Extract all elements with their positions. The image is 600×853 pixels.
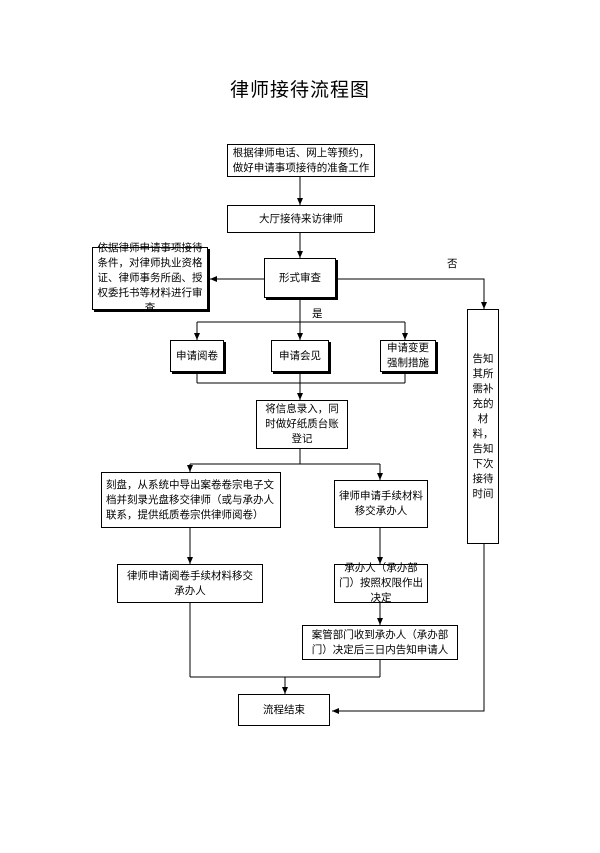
yes-label: 是 bbox=[312, 308, 323, 320]
reception-box: 大厅接待来访律师 bbox=[227, 205, 375, 233]
handover-box: 律师申请手续材料移交承办人 bbox=[334, 480, 428, 528]
record-box: 将信息录入，同时做好纸质台账登记 bbox=[256, 400, 348, 449]
criteria-box: 依据律师申请事项接待条件，对律师执业资格证、律师事务所函、授权委托书等材料进行审… bbox=[92, 242, 208, 314]
change-box: 申请变更强制措施 bbox=[380, 340, 436, 372]
read-handover-box: 律师申请阅卷手续材料移交承办人 bbox=[117, 564, 263, 603]
no-label: 否 bbox=[447, 258, 458, 270]
supplement-box: 告知其所需补充的材料，告知下次接待时间 bbox=[467, 309, 499, 544]
meet-box: 申请会见 bbox=[271, 340, 329, 372]
read-box: 申请阅卷 bbox=[170, 340, 224, 372]
notify-box: 案管部门收到承办人（承办部门）决定后三日内告知申请人 bbox=[302, 625, 458, 660]
prepare-box: 根据律师电话、网上等预约，做好申请事项接待的准备工作 bbox=[227, 144, 375, 177]
check-box: 形式审查 bbox=[264, 258, 336, 298]
end-box: 流程结束 bbox=[238, 694, 330, 726]
page-title: 律师接待流程图 bbox=[229, 79, 370, 101]
burn-box: 刻盘，从系统中导出案卷卷宗电子文档并刻录光盘移交律师（或与承办人联系，提供纸质卷… bbox=[101, 472, 281, 528]
decide-box: 承办人（承办部门）按照权限作出决定 bbox=[334, 562, 428, 604]
